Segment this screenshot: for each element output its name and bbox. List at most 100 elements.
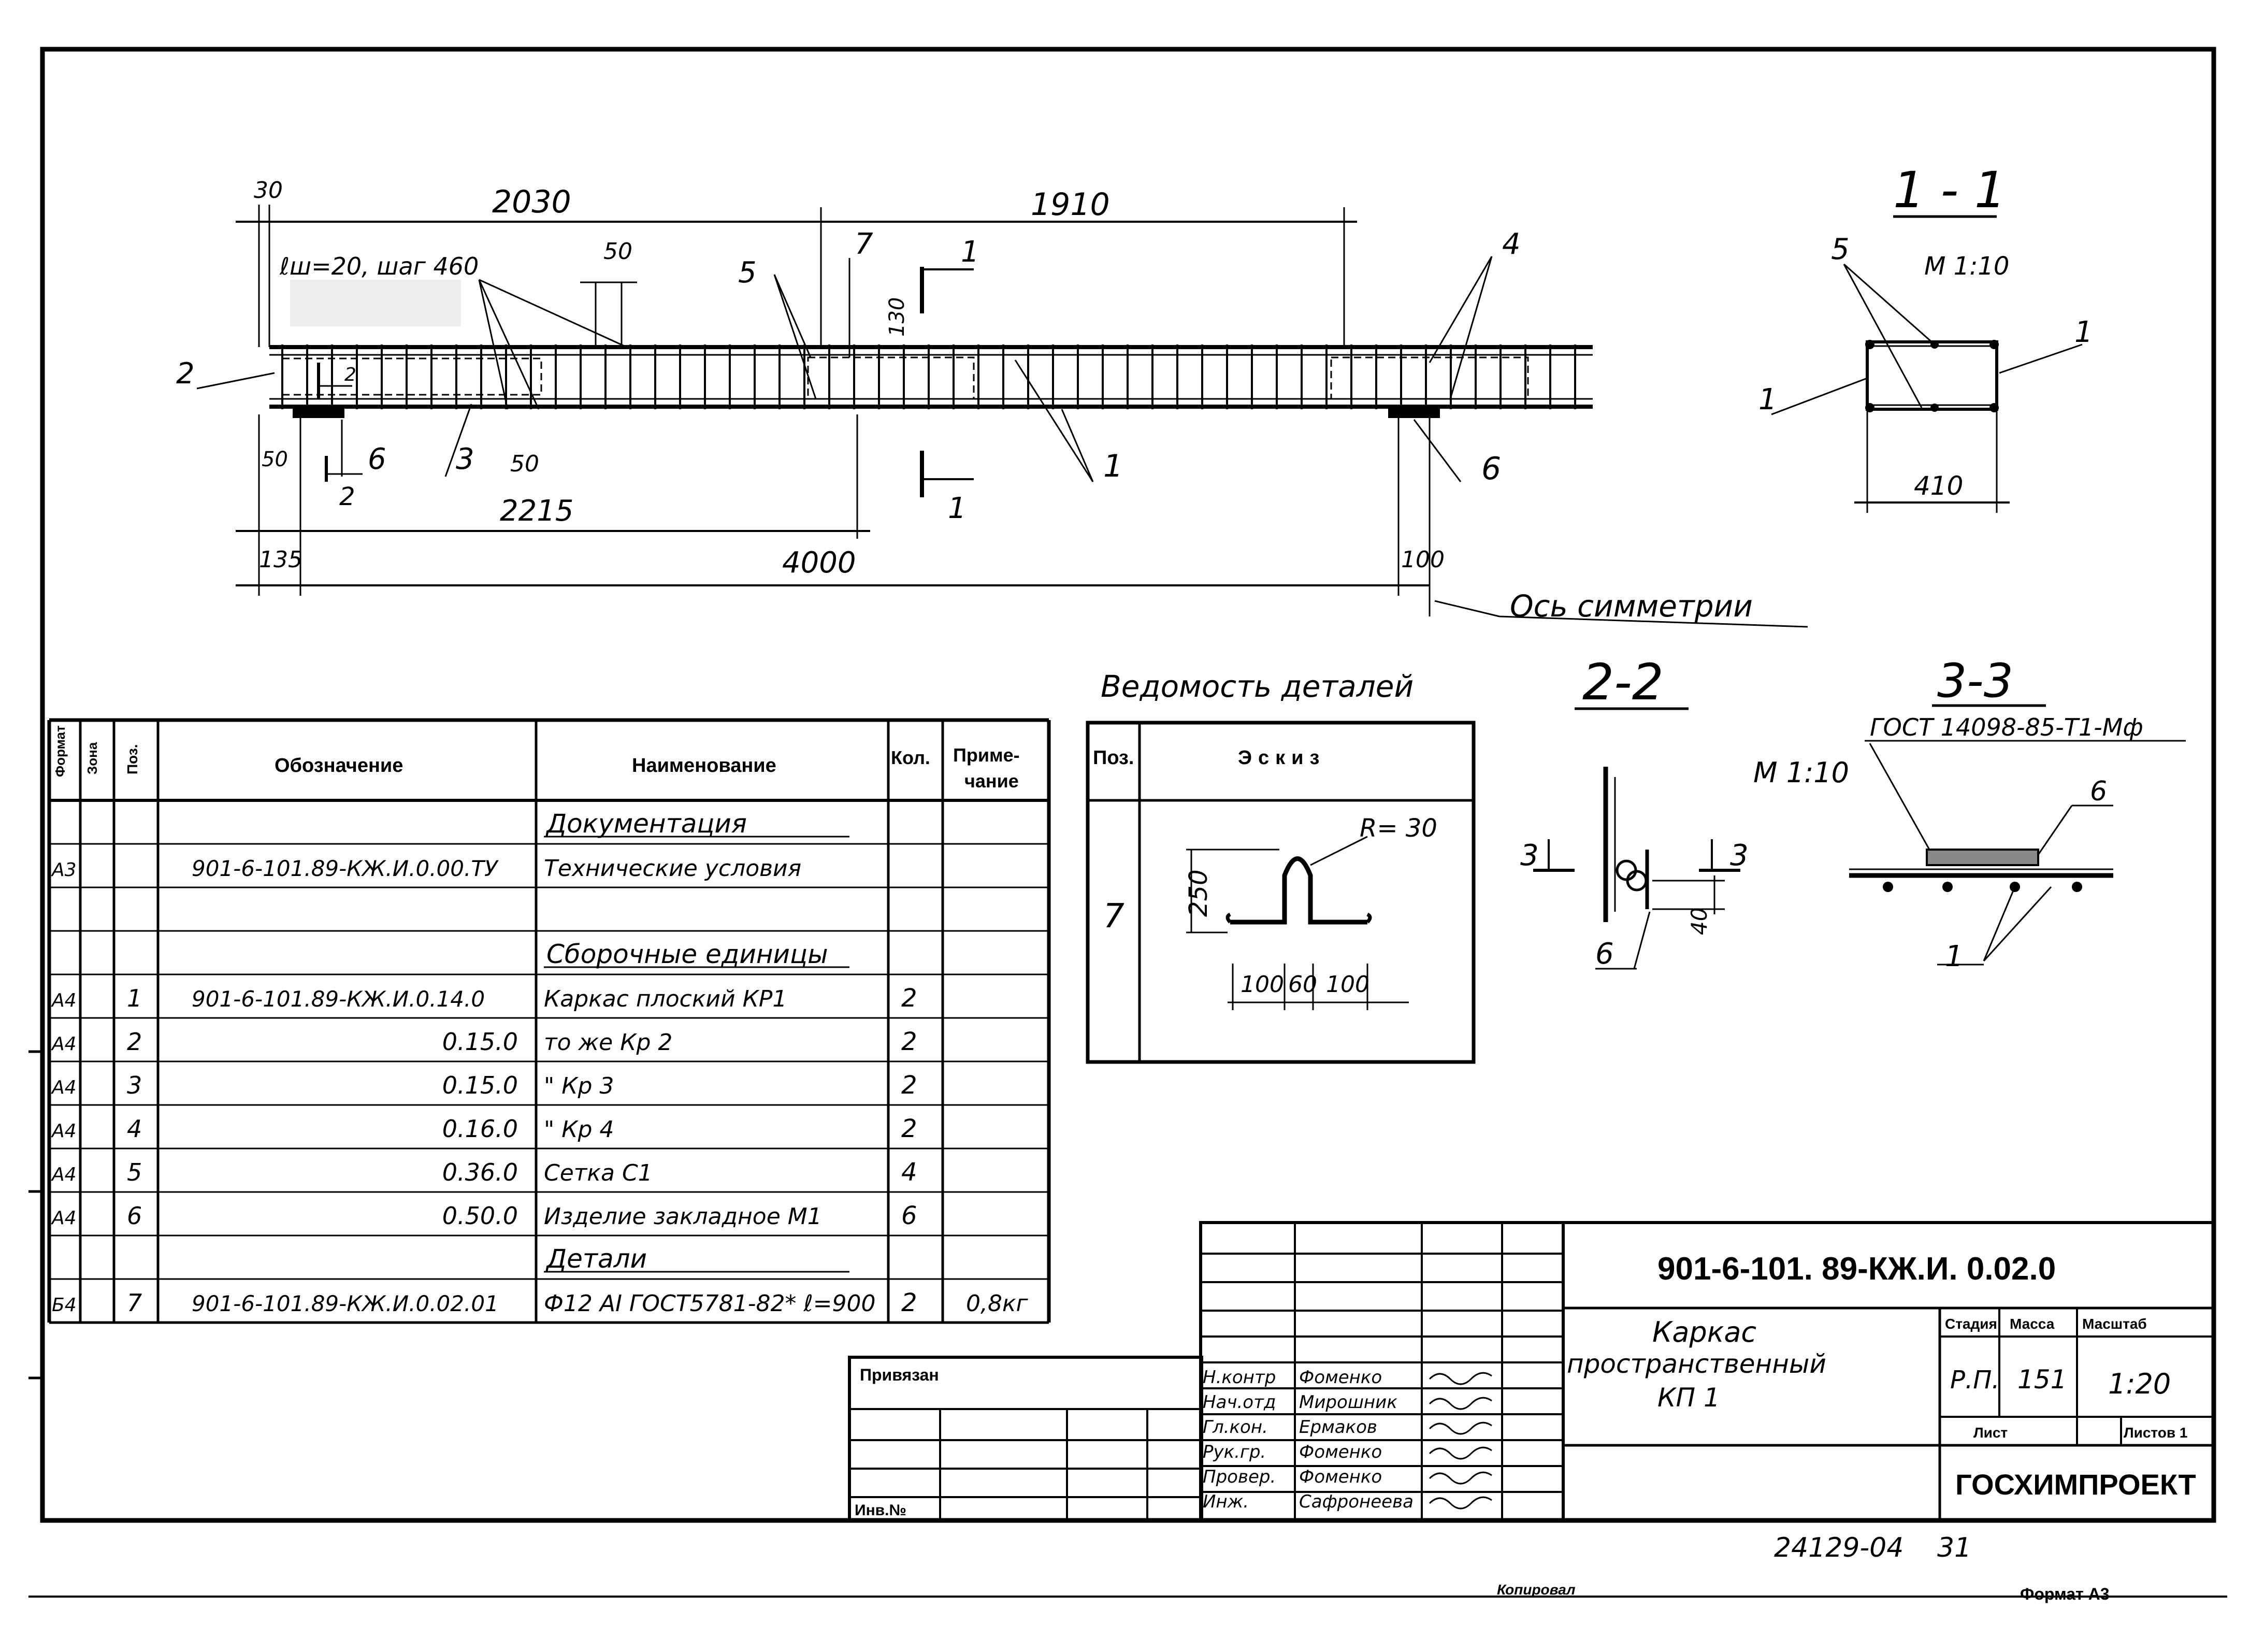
dim-130: 130: [885, 297, 909, 337]
inventory-number-label: Инв.№: [855, 1502, 906, 1519]
callout-1: 1: [1103, 448, 1123, 484]
details-pos-7: 7: [1103, 897, 1124, 936]
spec-header-designation: Обозначение: [275, 755, 403, 777]
spec-cell-note: 0,8кг: [966, 1290, 1029, 1317]
signature-name: Фоменко: [1299, 1467, 1382, 1487]
signature-role: Н.контр: [1203, 1367, 1276, 1388]
section-2-2-callout-6: 6: [1595, 937, 1614, 971]
title-line-2: пространственный: [1567, 1349, 1826, 1379]
spec-cell-designation: 0.50.0: [442, 1202, 518, 1230]
signature-scribble: [1429, 1372, 1492, 1385]
callout-5: 5: [738, 256, 757, 290]
spec-header-qty: Кол.: [891, 747, 930, 768]
copied-label: Копировал: [1497, 1582, 1576, 1598]
title-block: Привязан Инв.№ 901-6-101. 89-КЖ.И. 0.02.…: [848, 1221, 2215, 1522]
spec-cell-name: Детали: [545, 1244, 647, 1274]
spec-header-zone: Зона: [84, 742, 100, 774]
section-mark-1-top: 1: [961, 235, 979, 269]
dim-100: 100: [1401, 547, 1445, 573]
signature-scribble: [1429, 1446, 1492, 1460]
spec-cell-pos: 5: [127, 1158, 142, 1186]
section-3-3-title: 3-3: [1937, 654, 2013, 708]
footer-sheet: 31: [1937, 1532, 1971, 1563]
signature-scribble: [1429, 1471, 1492, 1485]
mass-header: Масса: [2010, 1316, 2055, 1332]
organization-name: ГОСХИМПРОЕКТ: [1955, 1468, 2196, 1501]
stage-header: Стадия: [1945, 1316, 1997, 1332]
spec-cell-format: А4: [51, 1208, 77, 1229]
spec-cell-designation: 901-6-101.89-КЖ.И.0.14.0: [192, 986, 485, 1012]
section-1-1-width: 410: [1914, 471, 1963, 501]
details-header-sketch: Эскиз: [1238, 747, 1325, 769]
signature-role: Инж.: [1203, 1491, 1249, 1512]
signature-name: Фоменко: [1299, 1442, 1382, 1462]
dim-50-mid: 50: [510, 451, 539, 477]
footer-number: 24129-04: [1774, 1532, 1904, 1563]
sketch-height: 250: [1184, 869, 1213, 917]
frame-elevation: 30 2030 1910 50 ℓш=20, шаг 460 130 50 50…: [176, 177, 1808, 628]
spec-cell-pos: 2: [127, 1028, 142, 1056]
sheet-header: Лист: [1973, 1425, 2008, 1441]
signature-name: Фоменко: [1299, 1367, 1382, 1388]
section-3-3-callout-6: 6: [2090, 776, 2107, 807]
signature-name: Сафронеева: [1299, 1491, 1414, 1512]
spec-cell-name: Документация: [545, 809, 747, 839]
callout-7: 7: [855, 227, 873, 261]
spec-cell-qty: 4: [901, 1158, 917, 1187]
format-label: Формат А3: [2020, 1585, 2110, 1603]
sketch-radius: R= 30: [1360, 814, 1437, 843]
spec-cell-format: А4: [51, 1033, 77, 1055]
signature-role: Нач.отд: [1203, 1392, 1276, 1413]
spec-cell-name: Каркас плоский КР1: [544, 986, 787, 1012]
title-line-1: Каркас: [1652, 1316, 1756, 1348]
scale-header: Масштаб: [2082, 1316, 2147, 1332]
spec-cell-designation: 0.15.0: [442, 1071, 518, 1099]
sketch-dim-b: 60: [1288, 971, 1317, 998]
dim-2215: 2215: [500, 494, 574, 528]
spec-cell-format: А4: [51, 1077, 77, 1098]
spec-cell-qty: 2: [901, 1114, 917, 1143]
spec-cell-pos: 6: [127, 1202, 142, 1230]
section-1-1-title: 1 - 1: [1893, 161, 2006, 219]
callout-6-left: 6: [368, 442, 386, 476]
spec-cell-designation: 0.16.0: [442, 1115, 518, 1143]
callout-3: 3: [456, 442, 474, 476]
spec-cell-designation: 901-6-101.89-КЖ.И.0.00.ТУ: [192, 856, 499, 881]
title-line-3: КП 1: [1657, 1383, 1720, 1413]
section-3-3-gost: ГОСТ 14098-85-Т1-Мф: [1870, 713, 2143, 741]
spec-header-pos: Поз.: [124, 744, 140, 774]
spec-cell-qty: 2: [901, 1288, 917, 1317]
details-header-pos: Поз.: [1093, 747, 1134, 769]
callout-6-right: 6: [1481, 451, 1501, 487]
dim-2030: 2030: [492, 184, 571, 220]
dim-135: 135: [259, 547, 302, 573]
section-2-2-title: 2-2: [1582, 653, 1664, 711]
signature-scribble: [1429, 1397, 1492, 1410]
section-1-1-callout-1-right: 1: [2074, 315, 2093, 349]
spec-cell-pos: 3: [127, 1071, 142, 1099]
spec-cell-name: Сетка С1: [544, 1160, 653, 1186]
dim-50-left: 50: [262, 448, 288, 471]
spec-cell-name: Изделие закладное М1: [544, 1203, 822, 1230]
callout-2: 2: [176, 357, 195, 391]
signature-role: Рук.гр.: [1203, 1442, 1266, 1462]
spec-cell-format: А3: [51, 859, 77, 881]
details-table: Ведомость деталей Поз. Эскиз 7 R= 30 250…: [1086, 669, 1476, 1064]
spec-cell-designation: 901-6-101.89-КЖ.И.0.02.01: [192, 1291, 499, 1316]
sheets-header: Листов 1: [2124, 1425, 2187, 1441]
section-1-1-scale: М 1:10: [1924, 252, 2009, 281]
section-2-2-dim-40: 40: [1686, 908, 1712, 935]
section-1-1: 1 - 1 М 1:10 5 1 1 410: [1758, 161, 2093, 513]
spec-header-note-1: Приме-: [953, 744, 1020, 766]
sketch-dim-a: 100: [1241, 971, 1284, 998]
section-mark-2-mid: 2: [344, 364, 356, 385]
signature-name: Ермаков: [1299, 1417, 1377, 1438]
spec-cell-name: " Кр 4: [544, 1116, 614, 1143]
signature-role: Гл.кон.: [1203, 1417, 1268, 1438]
spec-cell-pos: 1: [127, 984, 142, 1012]
spec-cell-name: Технические условия: [544, 855, 801, 882]
spec-cell-name: то же Кр 2: [544, 1029, 672, 1056]
callout-4: 4: [1502, 227, 1521, 261]
specification-table: Формат Зона Поз. Обозначение Наименовани…: [47, 718, 1051, 1324]
